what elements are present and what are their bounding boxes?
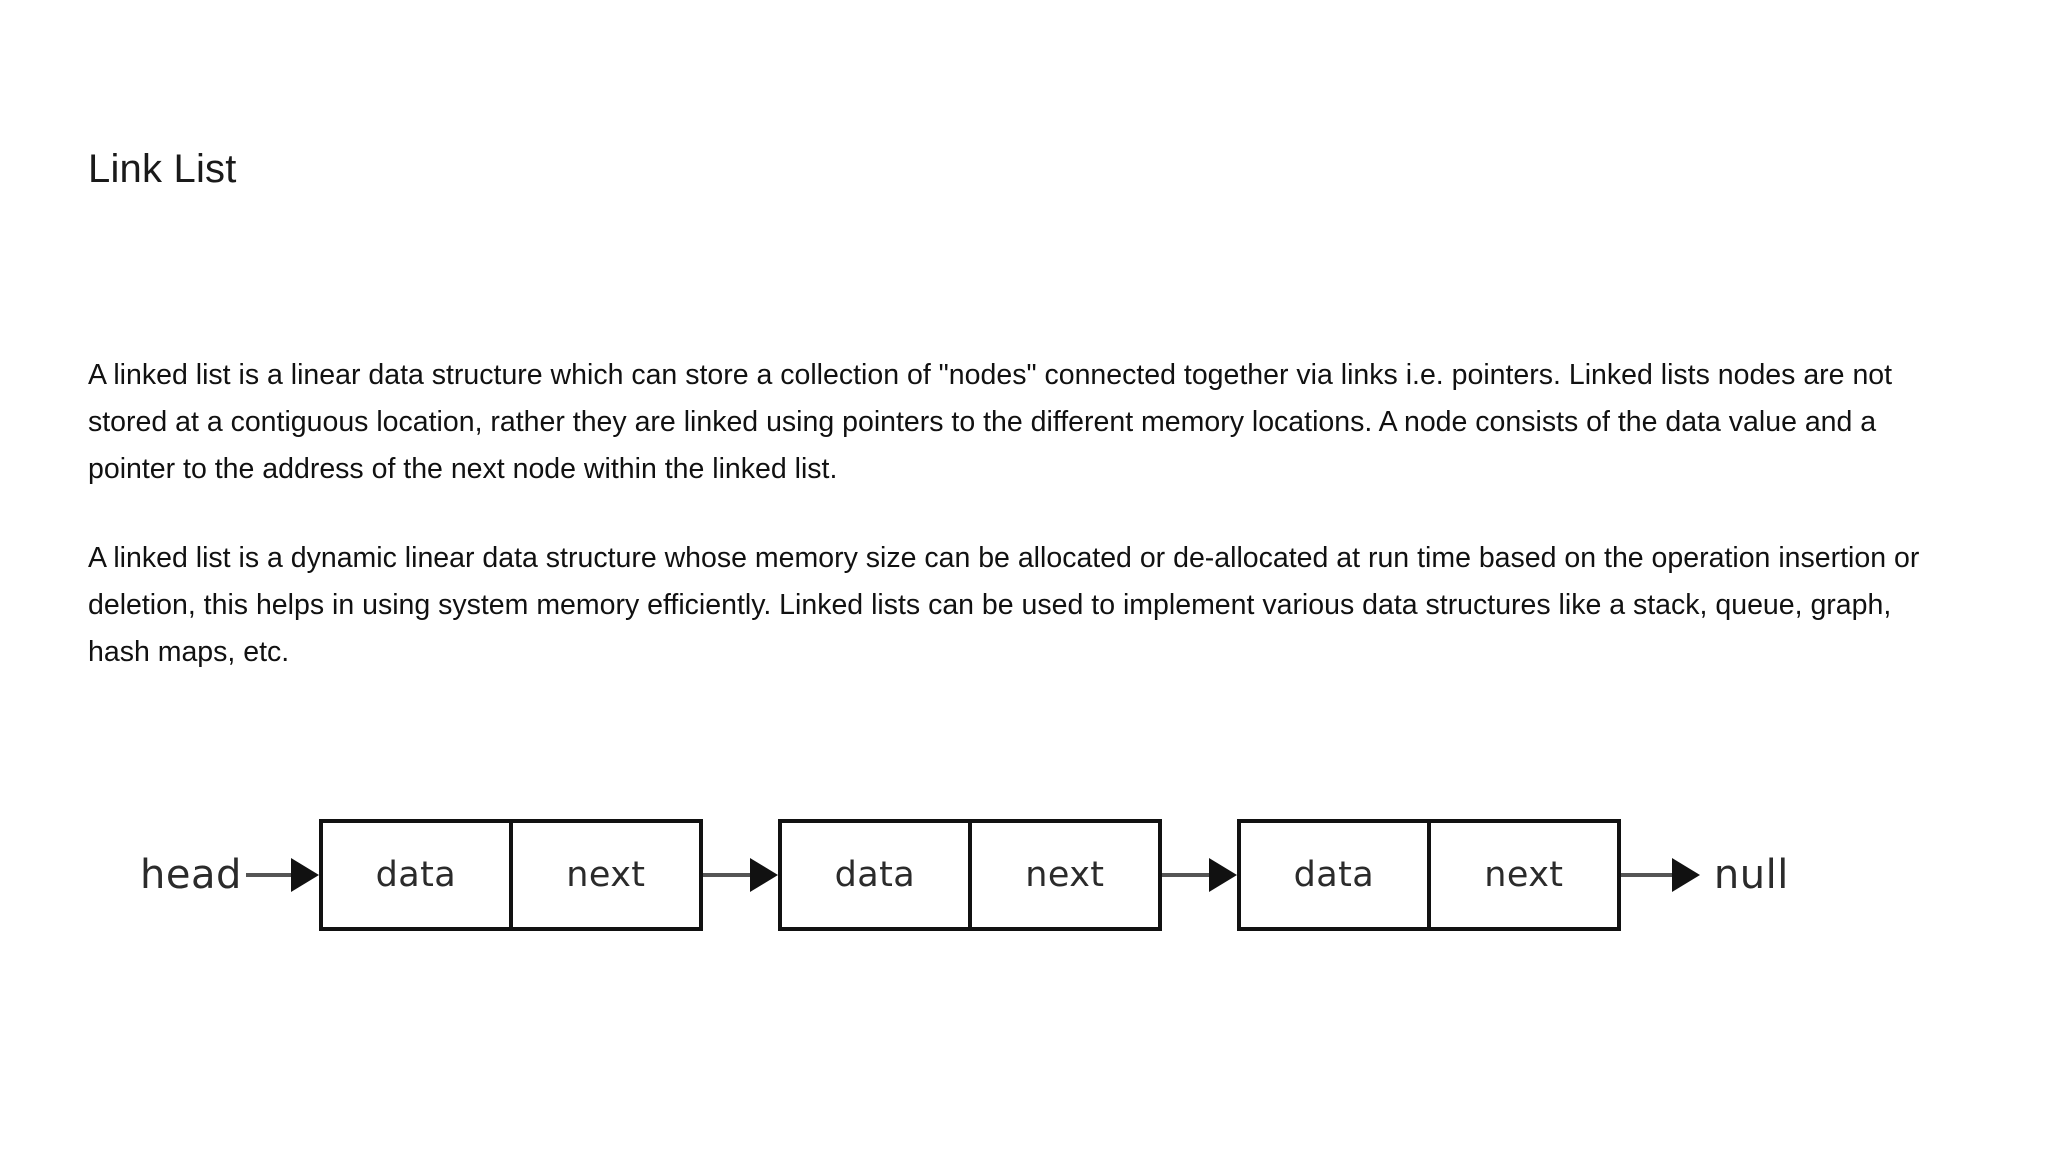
arrow-shaft bbox=[1161, 873, 1210, 877]
node-2-data-cell: data bbox=[781, 823, 968, 927]
paragraph-2: A linked list is a dynamic linear data s… bbox=[88, 542, 1920, 668]
node-1-data-cell: data bbox=[322, 823, 509, 927]
body-text-block: A linked list is a linear data structure… bbox=[88, 352, 1953, 676]
arrow-shaft bbox=[245, 873, 292, 877]
head-label: head bbox=[140, 852, 242, 898]
arrow-node3-to-null-icon bbox=[1620, 858, 1700, 892]
arrow-head bbox=[1208, 858, 1237, 892]
arrow-node1-to-node2-icon bbox=[702, 858, 778, 892]
page-title: Link List bbox=[88, 146, 237, 191]
arrow-node2-to-node3-icon bbox=[1161, 858, 1237, 892]
arrow-shaft bbox=[1620, 873, 1673, 877]
arrow-head bbox=[290, 858, 319, 892]
list-node-3: data next bbox=[1236, 819, 1621, 931]
list-node-1: data next bbox=[318, 819, 703, 931]
null-label: null bbox=[1713, 852, 1789, 898]
arrow-head-to-node1-icon bbox=[245, 858, 319, 892]
node-3-data-cell: data bbox=[1240, 823, 1427, 927]
list-node-2: data next bbox=[777, 819, 1162, 931]
paragraph-1: A linked list is a linear data structure… bbox=[88, 359, 1893, 485]
node-3-next-cell: next bbox=[1426, 823, 1617, 927]
linked-list-chain: head data next data next bbox=[140, 800, 1950, 950]
arrow-shaft bbox=[702, 873, 751, 877]
arrow-head bbox=[749, 858, 778, 892]
node-2-next-cell: next bbox=[967, 823, 1158, 927]
arrow-head bbox=[1671, 858, 1700, 892]
linked-list-diagram: head data next data next bbox=[140, 800, 1950, 950]
node-1-next-cell: next bbox=[508, 823, 699, 927]
